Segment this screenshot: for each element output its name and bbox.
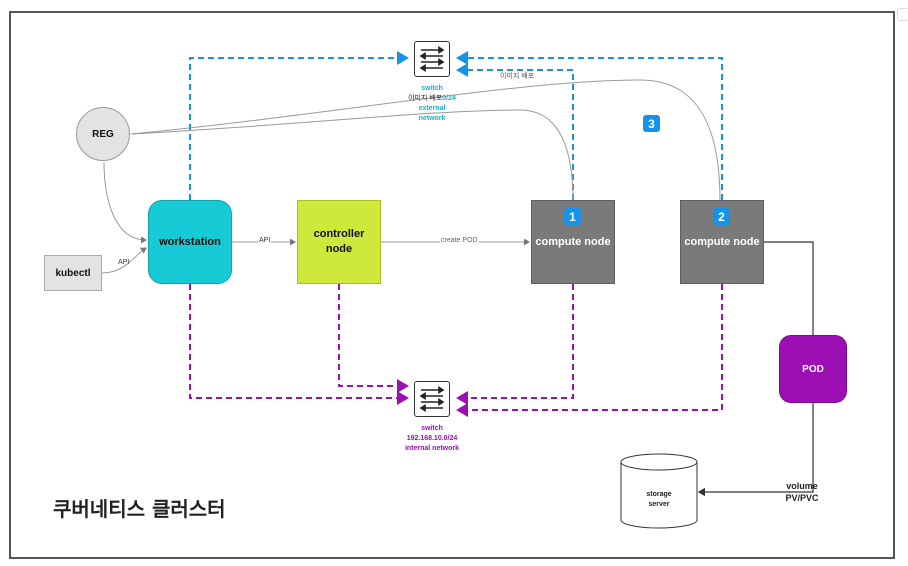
- reg-to-compute2: [130, 79, 721, 201]
- storage-line1: storage: [646, 491, 672, 498]
- storage-label: storage server: [629, 490, 689, 510]
- switch-internal-line3: internal network: [404, 445, 460, 452]
- badge-2: 2: [713, 208, 730, 225]
- kubectl-label: kubectl: [55, 267, 91, 279]
- workstation-node: workstation: [148, 200, 232, 284]
- storage-line2: server: [648, 501, 670, 508]
- image-deploy-mid-label: 이미지 배포: [408, 95, 443, 102]
- corner-handle: [897, 8, 908, 21]
- storage-server-cylinder: [620, 453, 698, 529]
- create-pod-label: create POD: [440, 237, 479, 244]
- diagram-frame: [9, 11, 895, 559]
- switch-external-line4: network: [418, 115, 446, 122]
- volume-line2: PV/PVC: [785, 493, 819, 503]
- compute-node-2-label: compute node: [684, 236, 760, 248]
- ext-link-compute1: [456, 63, 574, 200]
- switch-internal: [414, 381, 450, 417]
- reg-to-compute1: [130, 109, 574, 201]
- workstation-api-label: API: [258, 237, 272, 244]
- switch-arrows-icon: [419, 386, 445, 412]
- badge-3: 3: [643, 115, 660, 132]
- pod-to-storage: [697, 403, 814, 497]
- switch-external: [414, 41, 450, 77]
- switch-internal-line2: 192.168.10.0/24: [406, 435, 458, 442]
- kubectl-to-workstation: [101, 247, 147, 274]
- badge-1: 1: [564, 208, 581, 225]
- kubectl-api-label: API: [118, 259, 130, 266]
- switch-arrows-icon: [419, 46, 445, 72]
- reg-to-workstation: [103, 161, 147, 244]
- ext-link-compute2: [456, 51, 723, 200]
- switch-external-label: switch 이미지 배포0/24 external network: [398, 84, 466, 124]
- controller-label-line2: node: [325, 243, 353, 255]
- switch-internal-label: switch 192.168.10.0/24 internal network: [386, 424, 478, 454]
- pod-node: POD: [779, 335, 847, 403]
- int-link-compute1: [456, 284, 574, 405]
- controller-label-line1: controller: [313, 228, 365, 240]
- compute2-to-pod: [764, 241, 814, 335]
- diagram-title: 쿠버네티스 클러스터: [53, 497, 226, 521]
- ext-link-workstation: [189, 51, 409, 200]
- controller-node: controller node: [297, 200, 381, 284]
- volume-line1: volume: [786, 481, 818, 491]
- reg-label: REG: [92, 128, 114, 140]
- switch-external-line2: 이미지 배포0/24: [408, 95, 456, 102]
- pod-label: POD: [802, 363, 824, 375]
- switch-internal-line1: switch: [421, 425, 443, 432]
- image-deploy-top-label: 이미지 배포: [500, 73, 535, 80]
- int-link-compute2: [456, 284, 723, 417]
- kubectl-node: kubectl: [44, 255, 102, 291]
- switch-external-line3: external: [418, 105, 446, 112]
- reg-node: REG: [76, 107, 130, 161]
- switch-external-line1: switch: [421, 85, 443, 92]
- workstation-label: workstation: [159, 236, 221, 248]
- compute-node-2: compute node: [680, 200, 764, 284]
- volume-label: volume PV/PVC: [774, 480, 830, 504]
- int-link-workstation: [189, 284, 409, 405]
- compute-node-1-label: compute node: [535, 236, 611, 248]
- int-link-controller: [338, 284, 409, 393]
